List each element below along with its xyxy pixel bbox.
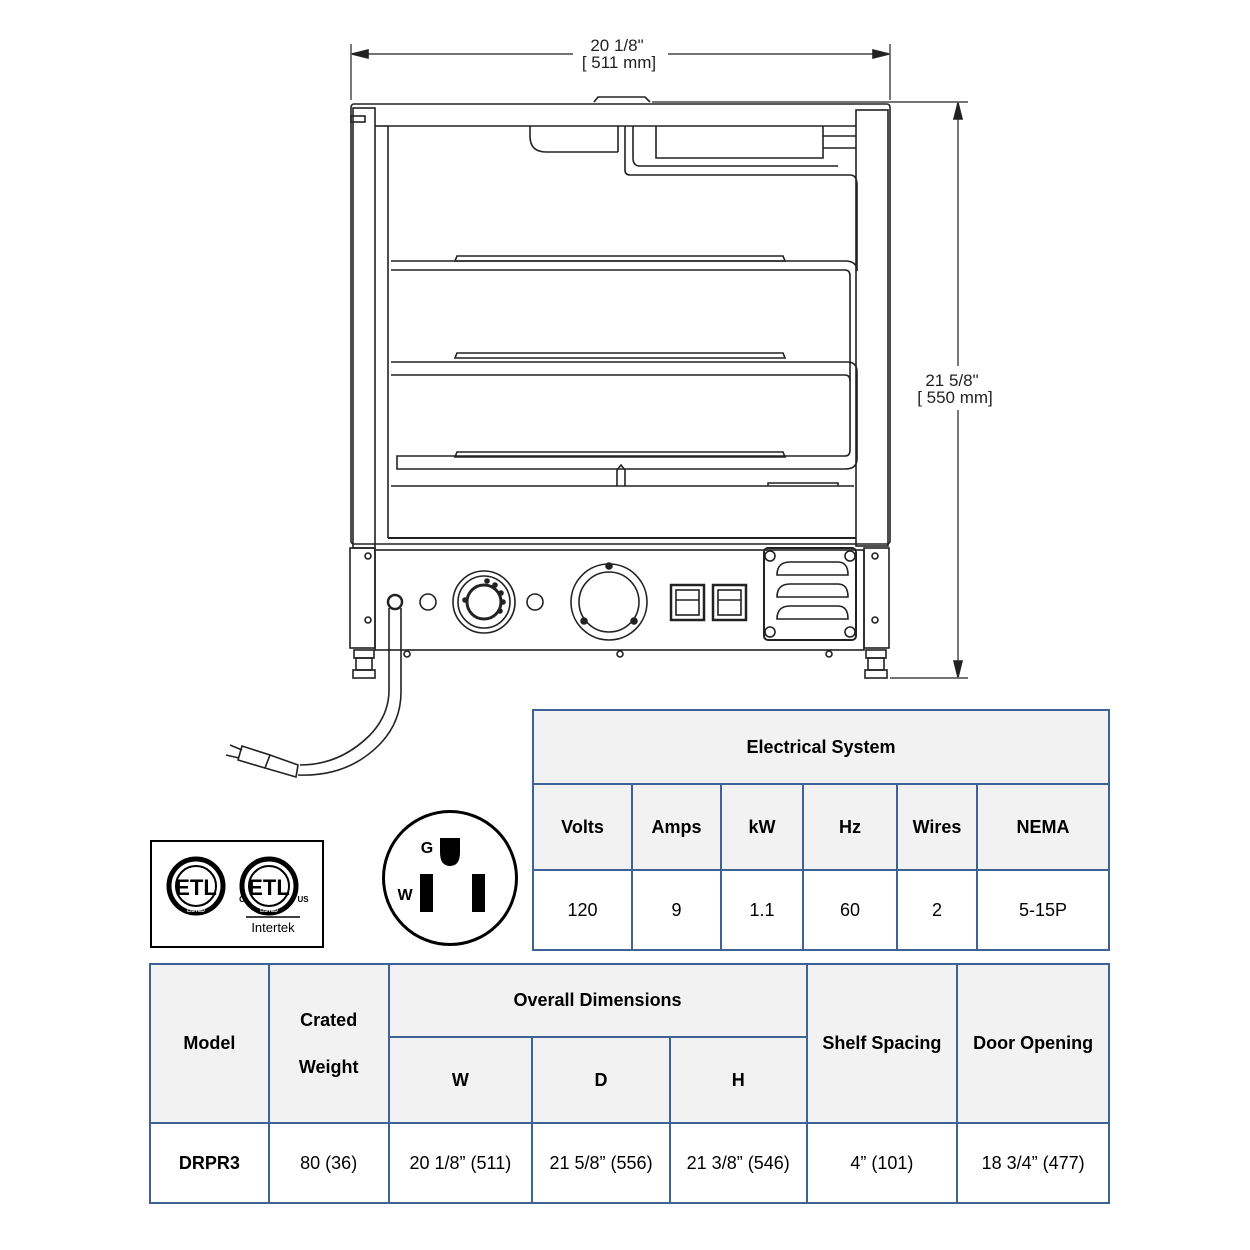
ground-label: G <box>421 840 433 857</box>
etl-ring-text: LISTED <box>260 908 278 914</box>
header-height: H <box>668 1036 808 1124</box>
product-line-drawing: 20 1/8" [ 511 mm] 21 5/8" [ 550 mm] <box>225 36 993 779</box>
header-overall-dimensions: Overall Dimensions <box>387 963 808 1038</box>
etl-letters: ETL <box>248 875 290 900</box>
dimensions-table: Model Crated Weight Overall Dimensions S… <box>149 963 1110 1204</box>
header-crated-weight-line1: Crated <box>300 1009 358 1030</box>
etl-letters: ETL <box>175 875 217 900</box>
value-shelf-spacing: 4” (101) <box>805 1122 959 1204</box>
header-depth: D <box>531 1036 671 1124</box>
value-kw: 1.1 <box>720 869 804 951</box>
vent-louver <box>763 547 857 641</box>
width-dimension-imperial: 20 1/8" <box>590 36 643 55</box>
header-width: W <box>387 1036 534 1124</box>
rocker-switch-1 <box>669 583 706 622</box>
etl-ring-text: LISTED <box>187 908 205 914</box>
header-amps: Amps <box>631 783 722 871</box>
white-label: W <box>397 887 413 904</box>
header-crated-weight: Crated Weight <box>267 963 390 1124</box>
power-cord <box>225 608 402 779</box>
value-model: DRPR3 <box>149 1122 270 1204</box>
height-dimension-metric: [ 550 mm] <box>917 388 993 407</box>
value-volts: 120 <box>532 869 633 951</box>
etl-listed-logo: ETL LISTED ETL LISTED C US Intertek <box>166 856 309 935</box>
value-amps: 9 <box>631 869 722 951</box>
outlet-diagram-icon: G W <box>397 838 485 912</box>
value-width: 20 1/8” (511) <box>387 1122 534 1204</box>
rocker-switch-2 <box>711 583 748 622</box>
width-dimension: 20 1/8" [ 511 mm] <box>350 36 891 100</box>
header-shelf-spacing: Shelf Spacing <box>805 963 959 1124</box>
width-dimension-metric: [ 511 mm] <box>582 53 656 72</box>
control-panel <box>349 547 890 679</box>
cabinet-outline <box>350 96 891 549</box>
header-nema: NEMA <box>976 783 1110 871</box>
value-nema: 5-15P <box>976 869 1110 951</box>
etl-c-label: C <box>239 895 245 904</box>
power-plug <box>225 744 299 779</box>
header-kw: kW <box>720 783 804 871</box>
header-model: Model <box>149 963 270 1124</box>
etl-us-label: US <box>297 895 309 904</box>
value-depth: 21 5/8” (556) <box>531 1122 671 1204</box>
value-door-opening: 18 3/4” (477) <box>956 1122 1110 1204</box>
hot-prong-icon <box>472 874 485 912</box>
neutral-prong-icon <box>420 874 433 912</box>
header-volts: Volts <box>532 783 633 871</box>
value-crated-weight: 80 (36) <box>267 1122 390 1204</box>
value-hz: 60 <box>802 869 898 951</box>
header-door-opening: Door Opening <box>956 963 1110 1124</box>
intertek-label: Intertek <box>251 920 295 935</box>
header-hz: Hz <box>802 783 898 871</box>
ground-prong-icon <box>440 838 460 866</box>
header-crated-weight-line2: Weight <box>298 1056 359 1077</box>
thermostat-dial <box>452 570 516 634</box>
certification-box: ETL LISTED ETL LISTED C US Intertek <box>150 840 324 948</box>
value-wires: 2 <box>896 869 978 951</box>
value-height: 21 3/8” (546) <box>668 1122 808 1204</box>
height-dimension: 21 5/8" [ 550 mm] <box>652 101 993 679</box>
nema-plug-face: G W <box>382 810 518 946</box>
electrical-system-title: Electrical System <box>532 709 1110 785</box>
etl-c-us-mark-icon: ETL LISTED C US Intertek <box>239 856 309 935</box>
header-wires: Wires <box>896 783 978 871</box>
electrical-system-table: Electrical System Volts Amps kW Hz Wires… <box>532 709 1110 951</box>
height-dimension-imperial: 21 5/8" <box>925 371 978 390</box>
temperature-gauge <box>570 562 648 641</box>
etl-mark-icon: ETL LISTED <box>166 856 226 916</box>
